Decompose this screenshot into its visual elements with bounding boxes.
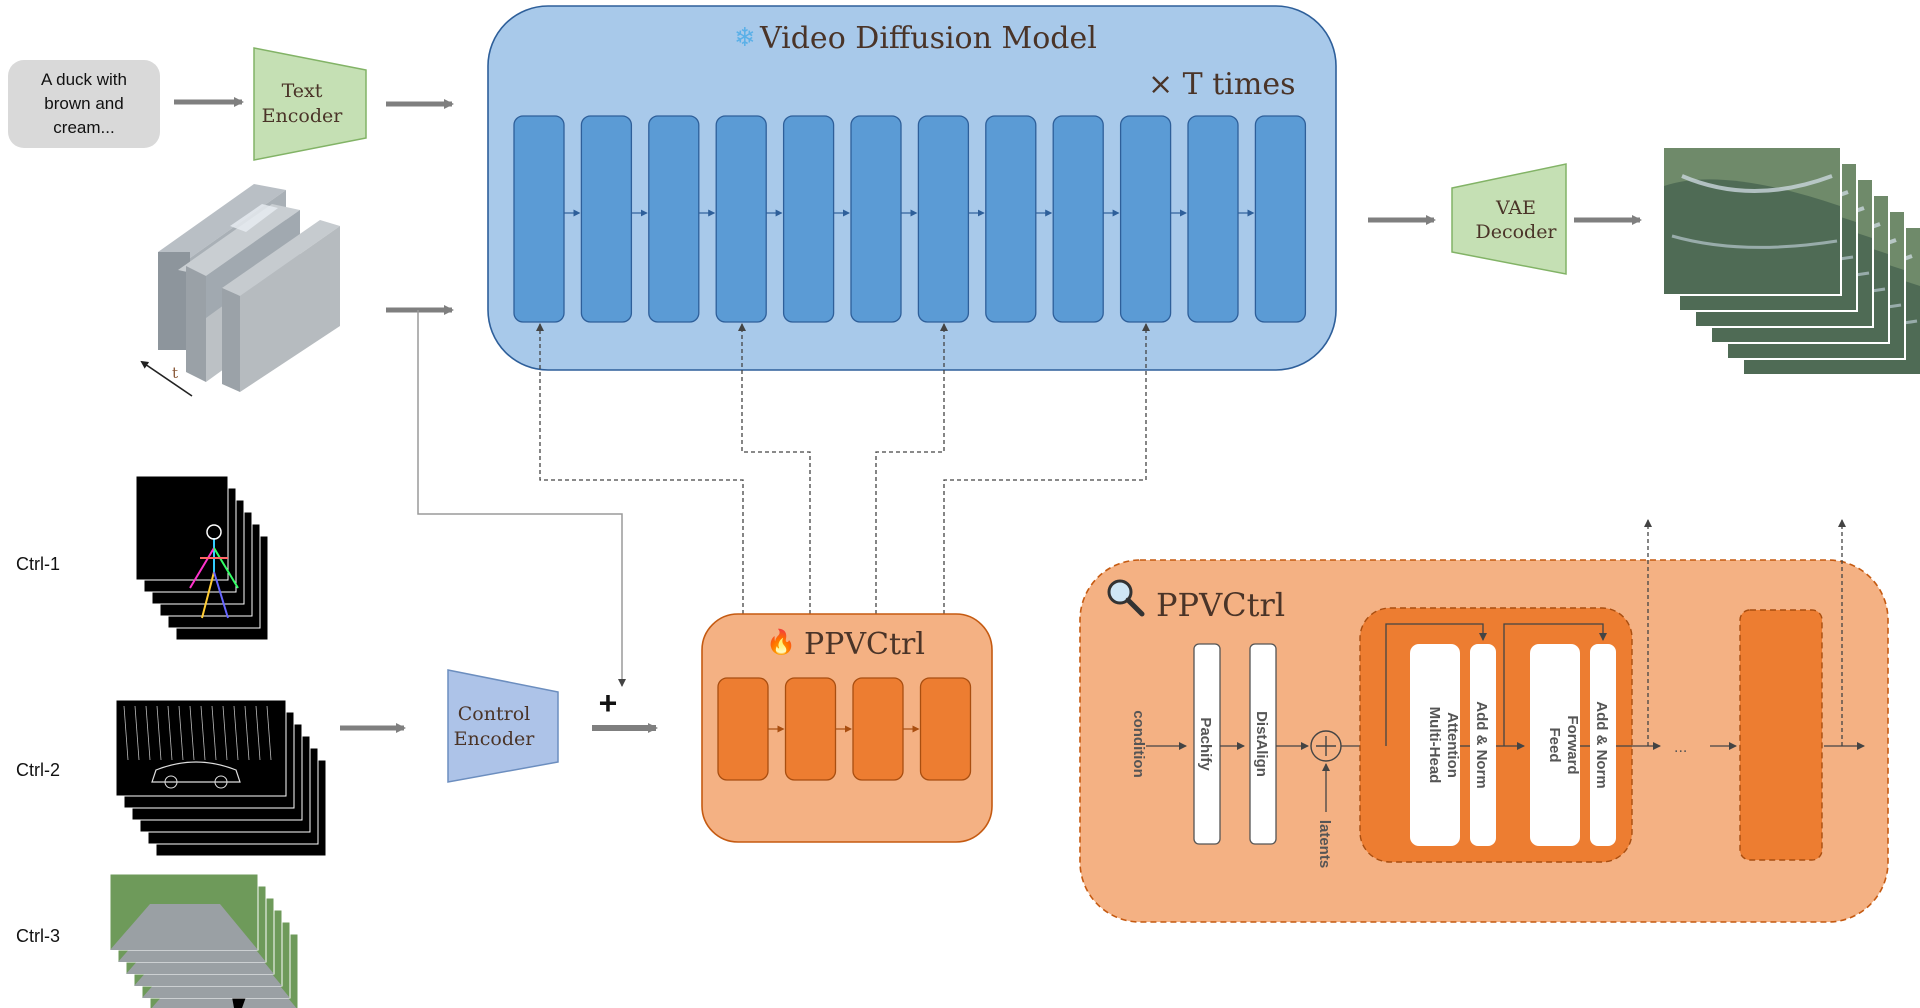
pose-frame (135, 475, 229, 581)
prompt-line-2: brown and (44, 94, 123, 113)
output-video-frames (1662, 146, 1920, 376)
noisy-latent-video (158, 184, 340, 392)
diffusion-block (648, 115, 700, 323)
mha-line-1: Multi-Head (1426, 707, 1443, 784)
diffusion-block (1187, 115, 1239, 323)
ppvctrl-detail-title: PPVCtrl (1156, 586, 1285, 624)
prompt-line-3: cream... (53, 118, 114, 137)
mask-frame (109, 873, 259, 951)
pose-limb (213, 547, 239, 589)
distalign-label: DistAlign (1253, 711, 1270, 777)
diffusion-block (513, 115, 565, 323)
ctrl-1-pose-frames (135, 475, 269, 641)
vae-decoder: VAE Decoder (1451, 163, 1567, 275)
diffusion-block (782, 115, 835, 323)
add-norm-1-block (1470, 644, 1496, 846)
diffusion-block (715, 115, 767, 323)
pose-limb (189, 547, 215, 589)
time-axis-arrow (140, 360, 193, 397)
control-encoder-line-1: Control (458, 703, 530, 725)
diffusion-block (985, 115, 1037, 323)
mha-line-2: Attention (1444, 712, 1461, 778)
edge-frame (115, 699, 287, 797)
text-encoder-line-1: Text (282, 80, 323, 102)
transformer-block-n (1739, 609, 1823, 861)
mha-block (1410, 644, 1460, 846)
condition-label: condition (1130, 710, 1147, 778)
add-norm-1-label: Add & Norm (1473, 701, 1490, 789)
output-frame (1662, 146, 1842, 296)
ppvctrl-blocks (717, 677, 972, 781)
text-prompt: A duck with brown and cream... (8, 60, 160, 148)
add-norm-2-label: Add & Norm (1593, 701, 1610, 789)
video-diffusion-title: Video Diffusion Model (759, 21, 1097, 56)
ppvctrl-block (717, 677, 769, 781)
ff-line-1: Feed (1546, 727, 1563, 762)
fire-icon: 🔥 (766, 628, 796, 656)
latents-label: latents (1316, 820, 1333, 868)
pose-limb (213, 571, 229, 619)
diffusion-block (850, 115, 902, 323)
snowflake-icon: ❄ (734, 22, 756, 52)
ppvctrl-block (919, 677, 972, 781)
vae-decoder-line-1: VAE (1495, 197, 1536, 219)
ppvctrl-title: PPVCtrl (804, 627, 925, 662)
pachify-label: Pachify (1197, 717, 1214, 771)
ff-line-2: Forward (1564, 715, 1581, 774)
diffusion-block (1052, 115, 1104, 323)
text-encoder: Text Encoder (253, 47, 367, 161)
diffusion-blocks (513, 115, 1307, 323)
ppvctrl-detail-panel: PPVCtrl condition Pachify DistAlign late… (1079, 519, 1889, 923)
ppvctrl-block (852, 677, 904, 781)
time-axis-label: t (172, 364, 178, 382)
control-encoder-line-2: Encoder (454, 728, 536, 750)
add-norm-2-block (1590, 644, 1616, 846)
plus-sign: + (599, 685, 618, 721)
diffusion-block (1119, 115, 1172, 323)
diffusion-block (1254, 115, 1307, 323)
diffusion-block (917, 115, 970, 323)
control-injection-connections (536, 323, 1150, 677)
ctrl-2-edge-frames (115, 699, 327, 857)
ppvctrl-module: 🔥 PPVCtrl (701, 613, 993, 843)
text-encoder-line-2: Encoder (262, 105, 344, 127)
ellipsis: ... (1674, 739, 1687, 756)
magnifier-icon (1107, 579, 1145, 617)
pachify-block (1193, 643, 1221, 845)
control-encoder: Control Encoder (447, 669, 559, 783)
pose-head (206, 524, 222, 540)
feed-forward-block (1530, 644, 1580, 846)
ctrl-2-label: Ctrl-2 (16, 760, 60, 780)
repeat-label: × T times (1148, 67, 1295, 102)
video-diffusion-model: ❄ Video Diffusion Model × T times (487, 5, 1337, 371)
distalign-block (1249, 643, 1277, 845)
ppvctrl-block (784, 677, 837, 781)
ctrl-3-label: Ctrl-3 (16, 926, 60, 946)
prompt-line-1: A duck with (41, 70, 127, 89)
ctrl-1-label: Ctrl-1 (16, 554, 60, 574)
pose-limb (201, 571, 215, 619)
latent-to-ppvctrl-line (417, 310, 626, 687)
ctrl-3-mask-frames (109, 873, 299, 1008)
vae-decoder-line-2: Decoder (1475, 221, 1557, 243)
diffusion-block (580, 115, 633, 323)
